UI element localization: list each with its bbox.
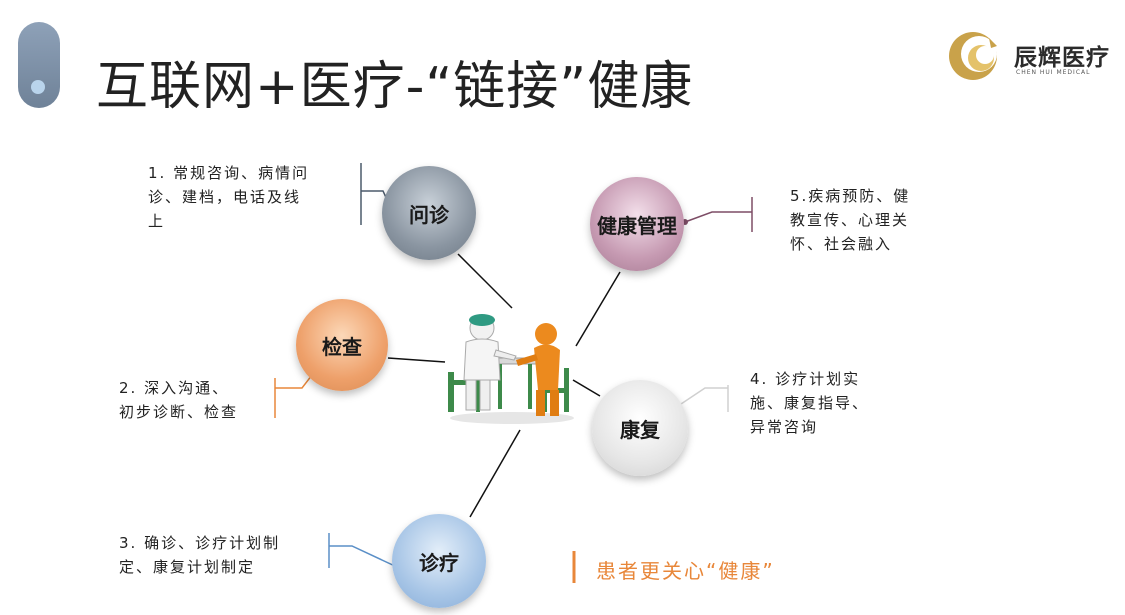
desc-line: 初步诊断、检查 (119, 403, 239, 421)
desc-line: 施、康复指导、 (750, 394, 870, 412)
desc-wenzhen: 1. 常规咨询、病情问 诊、建档，电话及线 上 (148, 161, 309, 233)
desc-kangfu: 4. 诊疗计划实 施、康复指导、 异常咨询 (750, 367, 869, 439)
desc-line: 3. 确诊、诊疗计划制 (119, 534, 281, 552)
desc-line: 教宣传、心理关 (790, 211, 910, 229)
node-label: 康复 (620, 417, 660, 442)
desc-jiankang: 5.疾病预防、健 教宣传、心理关 怀、社会融入 (790, 184, 910, 256)
desc-line: 4. 诊疗计划实 (750, 370, 861, 388)
spoke-kangfu (572, 379, 601, 397)
spoke-jiankang (575, 271, 621, 347)
logo-name: 辰辉医疗 (1014, 45, 1110, 71)
node-label: 诊疗 (419, 550, 459, 575)
node-wenzhen: 问诊 (382, 166, 476, 260)
logo-subtitle: CHEN HUI MEDICAL (1016, 69, 1091, 76)
node-label: 检查 (322, 334, 362, 359)
spoke-jiancha (387, 357, 446, 363)
node-jiancha: 检查 (296, 299, 388, 391)
tagline: 患者更关心“健康” (596, 559, 775, 583)
node-kangfu: 康复 (592, 380, 688, 476)
node-jiankang: 健康管理 (590, 177, 684, 271)
desc-line: 2. 深入沟通、 (119, 379, 230, 397)
desc-line: 异常咨询 (750, 418, 819, 436)
desc-line: 5.疾病预防、健 (790, 187, 911, 205)
desc-line: 上 (148, 212, 166, 230)
desc-line: 怀、社会融入 (790, 235, 893, 253)
doctor-patient-consult-icon (448, 314, 574, 424)
ring-logo-icon (949, 32, 997, 80)
decorative-dot (31, 80, 45, 94)
desc-line: 1. 常规咨询、病情问 (148, 164, 310, 182)
desc-line: 定、康复计划制定 (119, 558, 256, 576)
node-zhenliao: 诊疗 (392, 514, 486, 608)
spoke-wenzhen (457, 253, 513, 309)
spoke-zhenliao (469, 429, 521, 518)
desc-line: 诊、建档，电话及线 (148, 188, 302, 206)
node-label: 健康管理 (597, 213, 677, 238)
desc-zhenliao: 3. 确诊、诊疗计划制 定、康复计划制定 (119, 531, 280, 579)
node-label: 问诊 (409, 202, 449, 227)
page-title: 互联网+医疗-“链接”健康 (96, 57, 694, 117)
desc-jiancha: 2. 深入沟通、 初步诊断、检查 (119, 376, 238, 424)
